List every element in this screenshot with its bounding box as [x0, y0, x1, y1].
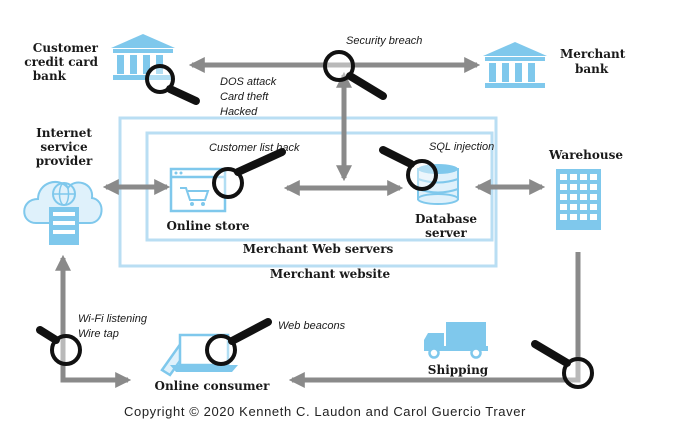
threat-card-theft: Card theft — [220, 91, 269, 103]
threat-web-beacons: Web beacons — [278, 320, 346, 332]
customer-bank-label: Customer credit card bank — [24, 41, 98, 83]
merchant-bank-label: Merchant bank — [560, 47, 626, 76]
customer-bank-label-line1: Customer — [33, 41, 99, 55]
merchant-web-servers-label: Merchant Web servers — [243, 242, 394, 256]
database-server-label-line2: server — [425, 226, 467, 240]
database-server-label-line1: Database — [415, 212, 477, 226]
threat-customer-list-hack: Customer list hack — [209, 142, 300, 154]
magnifying-glass-icon — [36, 326, 82, 366]
arrow-consumer-to-isp — [54, 254, 132, 389]
threat-dos-attack: DOS attack — [220, 76, 277, 88]
threat-wifi-listening: Wi-Fi listening — [78, 313, 148, 325]
customer-bank-label-line3: bank — [33, 69, 67, 83]
isp-label-line2: service — [40, 140, 88, 154]
magnifying-glass-icon — [379, 146, 438, 191]
copyright-notice: Copyright © 2020 Kenneth C. Laudon and C… — [124, 404, 526, 419]
cloud-server-icon — [23, 180, 103, 245]
merchant-bank-label-line2: bank — [575, 62, 609, 76]
magnifying-glass-icon — [531, 340, 594, 389]
magnifying-glass-icon — [145, 64, 200, 105]
isp-label-line1: Internet — [36, 126, 92, 140]
online-store-label: Online store — [166, 219, 249, 233]
customer-bank-label-line2: credit card — [24, 55, 98, 69]
threat-hacked: Hacked — [220, 106, 258, 118]
isp-label-line3: provider — [36, 154, 93, 168]
threat-security-breach: Security breach — [346, 35, 422, 47]
magnifying-glass-icon — [205, 318, 272, 366]
merchant-website-label: Merchant website — [270, 267, 391, 281]
isp-label: Internet service provider — [36, 126, 93, 168]
shipping-label: Shipping — [428, 363, 489, 377]
bank-building-icon — [483, 42, 547, 88]
magnifying-glass-icon — [212, 148, 286, 199]
warehouse-label: Warehouse — [548, 148, 623, 162]
online-consumer-label: Online consumer — [154, 379, 270, 393]
threat-wire-tap: Wire tap — [78, 328, 119, 340]
threat-sql-injection: SQL injection — [429, 141, 494, 153]
office-building-icon — [556, 169, 601, 230]
laptop-phone-icon — [160, 333, 238, 377]
merchant-bank-label-line1: Merchant — [560, 47, 626, 61]
arrow-warehouse-to-consumer — [288, 252, 581, 389]
database-cylinder-icon — [417, 164, 459, 205]
delivery-truck-icon — [424, 322, 488, 359]
magnifying-glass-icon — [323, 50, 387, 100]
